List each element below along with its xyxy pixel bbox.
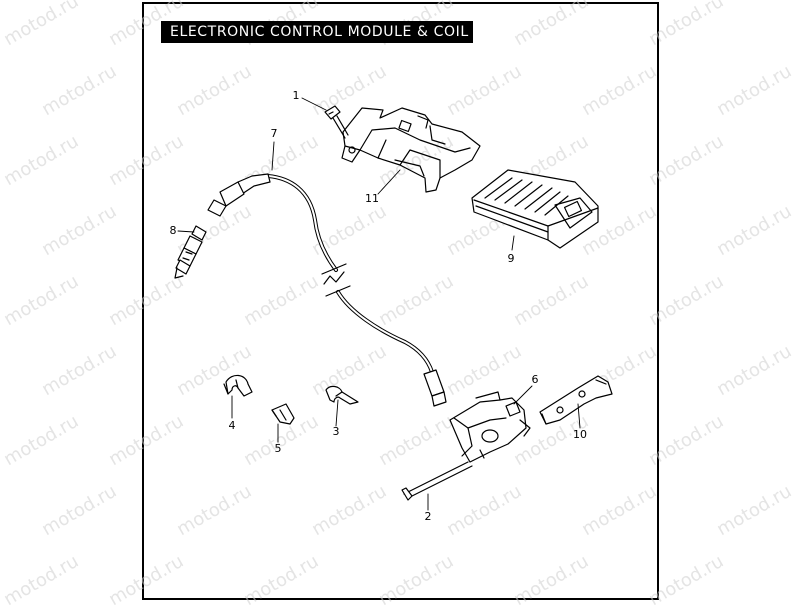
cable-clip-4 — [223, 374, 253, 397]
cable-clip-5 — [271, 403, 295, 425]
callout-label-2: 2 — [424, 510, 432, 523]
callout-leaders — [177, 97, 581, 511]
cable-clip-3 — [325, 385, 359, 405]
callout-label-6: 6 — [531, 373, 539, 386]
diagram-title: ELECTRONIC CONTROL MODULE & COIL — [161, 21, 473, 43]
callout-label-8: 8 — [169, 224, 177, 237]
spark-plug — [174, 225, 207, 279]
coil-bolt — [401, 461, 473, 501]
diagram-frame — [142, 2, 659, 600]
ecm-module — [471, 169, 599, 249]
screw-part-1 — [324, 105, 349, 139]
callout-label-1: 1 — [292, 89, 300, 102]
callout-label-4: 4 — [228, 419, 236, 432]
ecm-mounting-bracket — [341, 107, 481, 193]
spark-plug-cable — [207, 173, 447, 407]
ignition-coil — [449, 391, 531, 463]
callout-label-10: 10 — [573, 428, 587, 441]
callout-label-3: 3 — [332, 425, 340, 438]
callout-label-9: 9 — [507, 252, 515, 265]
callout-label-5: 5 — [274, 442, 282, 455]
coil-bracket — [539, 375, 613, 425]
callout-label-7: 7 — [270, 127, 278, 140]
callout-label-11: 11 — [365, 192, 379, 205]
